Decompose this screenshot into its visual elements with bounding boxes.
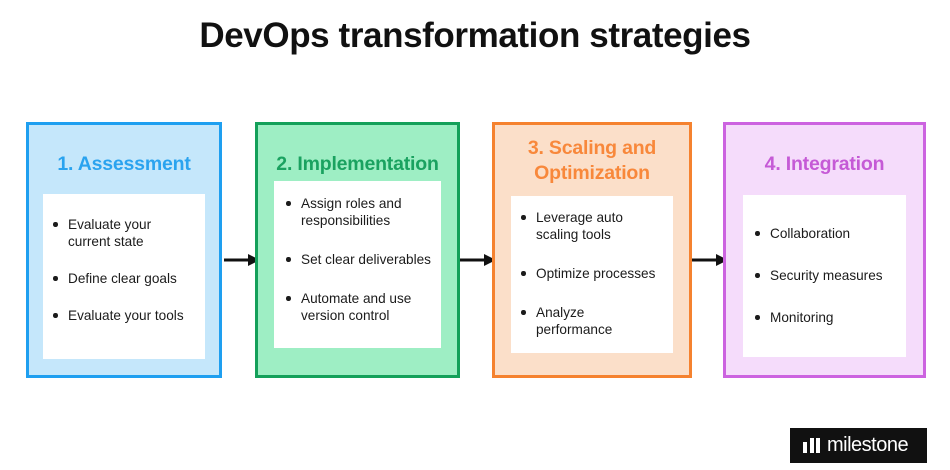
bullet-dot-icon xyxy=(521,310,526,315)
bullet-dot-icon xyxy=(755,273,760,278)
bullet-list: Assign roles and responsibilities Set cl… xyxy=(284,195,431,324)
arrow-right-icon xyxy=(692,253,728,267)
milestone-logo: milestone xyxy=(790,428,927,463)
list-item: Analyze performance xyxy=(519,304,663,338)
bullet-dot-icon xyxy=(755,231,760,236)
stage-card-body: Collaboration Security measures Monitori… xyxy=(743,195,906,357)
stage-card-body: Leverage auto scaling tools Optimize pro… xyxy=(511,196,673,353)
bullet-dot-icon xyxy=(286,201,291,206)
bullet-dot-icon xyxy=(521,271,526,276)
list-item: Evaluate your tools xyxy=(51,307,197,324)
stage-card-implementation[interactable]: 2. Implementation Assign roles and respo… xyxy=(255,122,460,378)
logo-text: milestone xyxy=(827,434,909,456)
list-item-label: Monitoring xyxy=(770,310,834,325)
bullet-dot-icon xyxy=(286,257,291,262)
list-item-label: Evaluate your current state xyxy=(68,217,152,249)
list-item-label: Collaboration xyxy=(770,226,851,241)
bullet-list: Collaboration Security measures Monitori… xyxy=(753,225,896,326)
stage-card-integration[interactable]: 4. Integration Collaboration Security me… xyxy=(723,122,926,378)
list-item: Security measures xyxy=(753,267,896,284)
stage-card-title: 1. Assessment xyxy=(57,153,191,175)
list-item-label: Set clear deliverables xyxy=(301,252,431,267)
list-item: Set clear deliverables xyxy=(284,251,431,268)
stage-card-title: 4. Integration xyxy=(764,153,885,175)
list-item: Assign roles and responsibilities xyxy=(284,195,431,229)
stage-card-title: 3. Scaling and Optimization xyxy=(527,137,657,184)
bullet-list: Leverage auto scaling tools Optimize pro… xyxy=(519,209,663,338)
bullet-dot-icon xyxy=(521,215,526,220)
page-title: DevOps transformation strategies xyxy=(199,16,751,55)
list-item-label: Security measures xyxy=(770,268,883,283)
stage-card-assessment[interactable]: 1. Assessment Evaluate your current stat… xyxy=(26,122,222,378)
list-item-label: Leverage auto scaling tools xyxy=(536,210,623,242)
list-item: Define clear goals xyxy=(51,270,197,287)
list-item-label: Analyze performance xyxy=(536,305,613,337)
bullet-list: Evaluate your current state Define clear… xyxy=(51,216,197,324)
list-item-label: Assign roles and responsibilities xyxy=(301,196,402,228)
list-item: Monitoring xyxy=(753,309,896,326)
stage-card-title: 2. Implementation xyxy=(276,153,439,175)
list-item: Collaboration xyxy=(753,225,896,242)
list-item-label: Automate and use version control xyxy=(301,291,412,323)
bullet-dot-icon xyxy=(53,313,58,318)
stage-card-scaling-and-optimization[interactable]: 3. Scaling and Optimization Leverage aut… xyxy=(492,122,692,378)
list-item-label: Define clear goals xyxy=(68,271,177,286)
list-item: Optimize processes xyxy=(519,265,663,282)
list-item-label: Evaluate your tools xyxy=(68,308,184,323)
stage-card-body: Evaluate your current state Define clear… xyxy=(43,194,205,359)
bullet-dot-icon xyxy=(286,296,291,301)
list-item-label: Optimize processes xyxy=(536,266,656,281)
bullet-dot-icon xyxy=(755,315,760,320)
bullet-dot-icon xyxy=(53,276,58,281)
stage-card-body: Assign roles and responsibilities Set cl… xyxy=(274,181,441,348)
list-item: Evaluate your current state xyxy=(51,216,197,250)
bullet-dot-icon xyxy=(53,222,58,227)
bar-chart-mark-icon xyxy=(803,438,820,453)
list-item: Automate and use version control xyxy=(284,290,431,324)
arrow-right-icon xyxy=(460,253,496,267)
arrow-right-icon xyxy=(224,253,260,267)
list-item: Leverage auto scaling tools xyxy=(519,209,663,243)
